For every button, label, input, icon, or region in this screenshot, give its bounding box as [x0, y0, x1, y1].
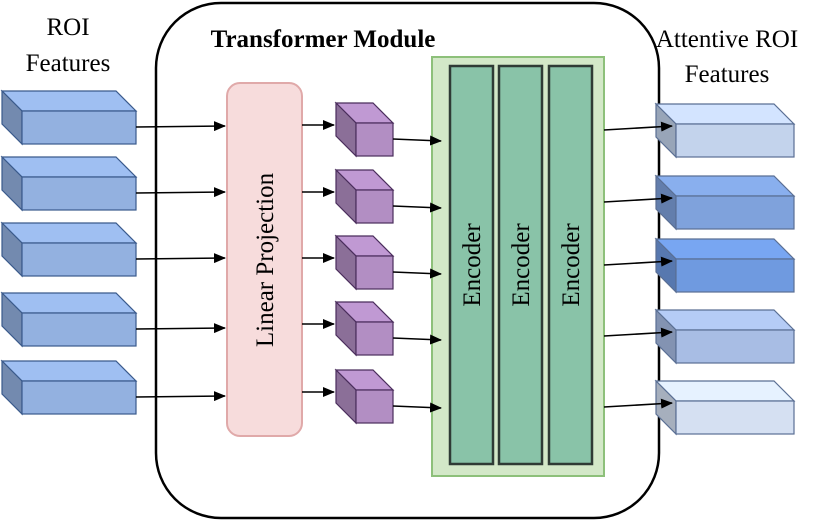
attentive-feature-block-3 — [654, 237, 796, 294]
token-arrow-2 — [392, 202, 442, 213]
output-arrow-3 — [603, 256, 673, 267]
roi-feature-block-5-front — [21, 380, 137, 415]
attentive-feature-block-2-top — [654, 175, 796, 197]
attentive-feature-block-5-front — [675, 400, 795, 435]
roi-feature-block-1-front — [21, 110, 137, 145]
roi-feature-block-5-top — [0, 360, 138, 382]
output-arrow-1 — [603, 121, 673, 132]
attentive-feature-block-1-top — [654, 103, 796, 125]
output-arrow-2 — [603, 193, 673, 204]
token-cube-4-front — [355, 321, 394, 356]
roi-feature-block-2-front — [21, 176, 137, 211]
roi-feature-block-2 — [0, 155, 138, 212]
attentive-feature-block-1 — [654, 102, 796, 159]
roi-feature-block-3-top — [0, 222, 138, 244]
token-cube-2 — [334, 168, 395, 225]
token-cube-2-front — [355, 189, 394, 224]
attentive-feature-block-4-top — [654, 309, 796, 331]
output-label-line2: Features — [685, 61, 770, 88]
token-cube-5 — [334, 368, 395, 425]
roi-feature-block-3-front — [21, 242, 137, 277]
roi-feature-block-4-top — [0, 292, 138, 314]
token-arrow-1 — [392, 135, 442, 146]
roi-feature-block-3 — [0, 221, 138, 278]
token-arrow-4 — [392, 334, 442, 345]
token-cube-1 — [334, 101, 395, 158]
attentive-feature-block-5 — [654, 379, 796, 436]
encoder-block-2 — [497, 64, 544, 466]
attentive-feature-block-4 — [654, 308, 796, 365]
roi-feature-block-1 — [0, 89, 138, 146]
attentive-feature-block-2-front — [675, 195, 795, 230]
input-label-line2: Features — [26, 50, 111, 77]
attentive-feature-block-4-front — [675, 329, 795, 364]
input-arrow-2 — [135, 187, 226, 198]
encoder-block-3 — [547, 64, 594, 466]
input-arrow-3 — [135, 253, 226, 264]
linear-projection-label: Linear Projection — [252, 172, 279, 347]
output-arrow-4 — [603, 327, 673, 338]
roi-feature-block-2-top — [0, 156, 138, 178]
roi-feature-block-1-top — [0, 90, 138, 112]
token-arrow-3 — [392, 268, 442, 279]
attentive-feature-block-1-front — [675, 123, 795, 158]
linear-projection-block — [226, 82, 303, 437]
attentive-feature-block-3-front — [675, 258, 795, 293]
output-label-line1: Attentive ROI — [656, 26, 798, 53]
roi-feature-block-5 — [0, 359, 138, 416]
roi-feature-block-4 — [0, 291, 138, 348]
module-title: Transformer Module — [211, 26, 436, 53]
encoder-label-1: Encoder — [459, 223, 486, 307]
token-cube-1-front — [355, 122, 394, 157]
output-arrow-5 — [603, 398, 673, 409]
roi-feature-block-4-front — [21, 312, 137, 347]
input-arrow-4 — [135, 323, 226, 334]
token-cube-4 — [334, 300, 395, 357]
input-label-line1: ROI — [46, 14, 89, 41]
encoder-label-2: Encoder — [508, 223, 535, 307]
input-arrow-1 — [135, 121, 226, 132]
input-arrow-5 — [135, 391, 226, 402]
token-cube-3 — [334, 234, 395, 291]
attentive-feature-block-5-top — [654, 380, 796, 402]
token-cube-3-front — [355, 255, 394, 290]
attentive-feature-block-2 — [654, 174, 796, 231]
token-arrow-5 — [392, 402, 442, 413]
token-cube-5-front — [355, 389, 394, 424]
encoder-label-3: Encoder — [558, 223, 585, 307]
attentive-feature-block-3-top — [654, 238, 796, 260]
encoder-block-1 — [448, 64, 495, 466]
